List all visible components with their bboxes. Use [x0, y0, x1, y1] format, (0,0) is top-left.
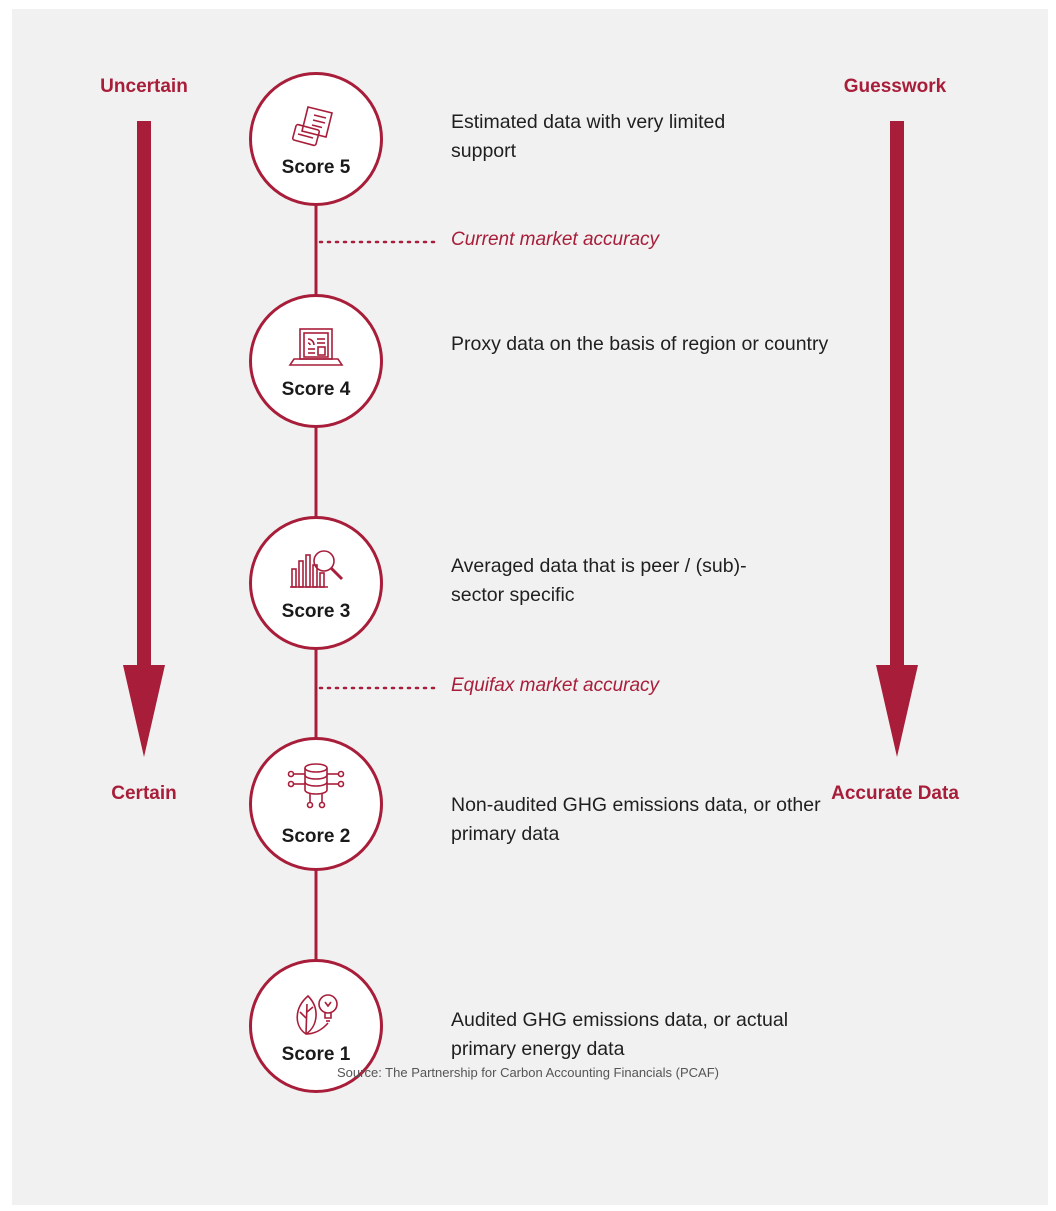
score-4-circle: Score 4: [249, 294, 383, 428]
right-arrow: [876, 121, 918, 757]
score-5-circle: Score 5: [249, 72, 383, 206]
diagram-panel: [12, 9, 1048, 1205]
score-1-circle: Score 1: [249, 959, 383, 1093]
calculator-document-icon: [291, 106, 333, 147]
score-5-description: Estimated data with very limited support: [451, 111, 726, 162]
score-2-description: Non-audited GHG emissions data, or other…: [451, 794, 821, 845]
score-2-circle: Score 2: [249, 737, 383, 871]
score-3-description: Averaged data that is peer / (sub)-secto…: [451, 555, 747, 606]
bar-chart-magnifier-icon: [290, 550, 344, 588]
score-2-label: Score 2: [281, 826, 351, 847]
current-market-accuracy-label: Current market accuracy: [451, 229, 660, 250]
equifax-market-accuracy-label: Equifax market accuracy: [451, 675, 660, 696]
score-5-label: Score 5: [281, 157, 351, 178]
database-network-icon: [287, 763, 345, 809]
right-bottom-label: Accurate Data: [831, 783, 959, 804]
score-3-circle: Score 3: [249, 516, 383, 650]
right-top-label: Guesswork: [843, 76, 947, 97]
score-4-label: Score 4: [281, 379, 351, 400]
leaf-lightbulb-icon: [296, 994, 338, 1035]
score-4-description: Proxy data on the basis of region or cou…: [451, 333, 829, 355]
score-1-label: Score 1: [281, 1044, 351, 1065]
left-top-label: Uncertain: [100, 76, 188, 97]
left-bottom-label: Certain: [111, 783, 177, 804]
source-note: Source: The Partnership for Carbon Accou…: [337, 1065, 719, 1080]
left-arrow: [123, 121, 165, 757]
laptop-news-icon: [288, 328, 344, 366]
score-3-label: Score 3: [281, 601, 351, 622]
score-1-description: Audited GHG emissions data, or actual pr…: [451, 1009, 789, 1060]
